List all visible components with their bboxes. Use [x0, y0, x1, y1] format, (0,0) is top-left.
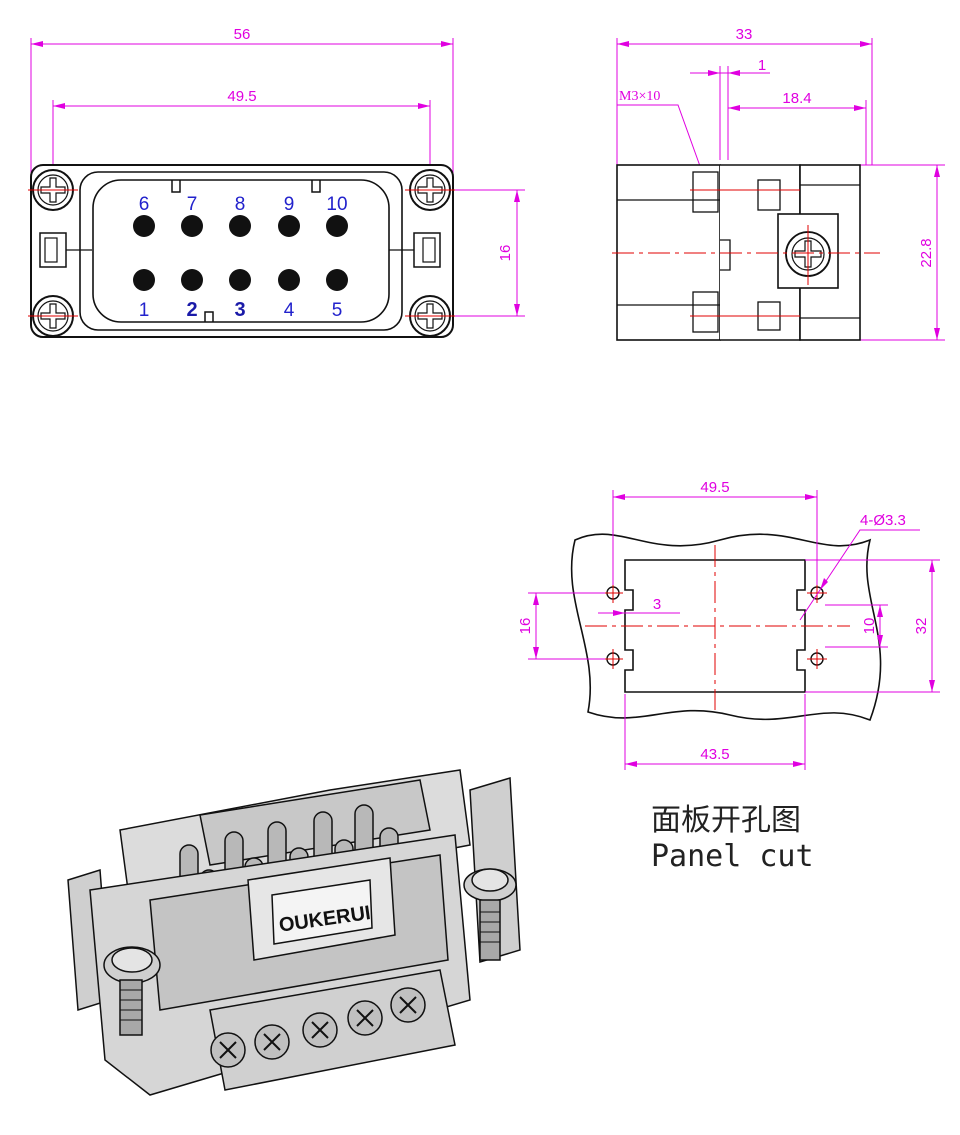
caption-chinese: 面板开孔图 [651, 803, 801, 838]
pin-label-9: 9 [284, 194, 295, 215]
dim-side-small: 1 [758, 57, 766, 74]
pin-label-8: 8 [235, 194, 246, 215]
terminal-screws-icon [209, 969, 456, 1091]
mounting-screw-right-icon [463, 868, 517, 961]
dim-cut-width: 43.5 [700, 746, 729, 763]
dim-front-screw-pitch: 49.5 [227, 88, 256, 105]
pin-label-4: 4 [284, 300, 295, 321]
dim-side-width: 33 [736, 26, 753, 43]
dim-cut-height: 32 [913, 618, 930, 635]
mounting-screw-left-icon [103, 946, 161, 1036]
panel-cut-view: 49.5 4-Ø3.3 16 3 10 32 43.5 面板开孔图 Panel … [517, 479, 940, 874]
pin-label-5: 5 [332, 300, 343, 321]
side-view: 33 1 18.4 22.8 M3×10 [612, 26, 945, 341]
dim-front-width: 56 [234, 26, 251, 43]
pin-label-1: 1 [139, 300, 150, 321]
caption-english: Panel cut [651, 839, 814, 874]
screw-spec-label: M3×10 [619, 89, 660, 104]
dim-cut-screw-pitch: 49.5 [700, 479, 729, 496]
dim-front-height: 16 [497, 245, 514, 262]
dim-side-depth: 18.4 [782, 90, 811, 107]
front-view: 56 49.5 16 [28, 26, 525, 338]
pin-label-7: 7 [187, 194, 198, 215]
dim-cut-hole-vertical: 16 [517, 618, 534, 635]
dim-cut-hole-spec: 4-Ø3.3 [860, 512, 906, 529]
dim-side-height: 22.8 [918, 238, 935, 267]
pin-label-10: 10 [326, 194, 347, 215]
dim-cut-half: 10 [861, 618, 878, 635]
dim-cut-offset: 3 [653, 596, 661, 613]
pin-label-6: 6 [139, 194, 150, 215]
pin-label-2: 2 [186, 299, 197, 321]
pin-label-3: 3 [234, 299, 245, 321]
connector-3d-illustration: OUKERUI [67, 769, 521, 1096]
